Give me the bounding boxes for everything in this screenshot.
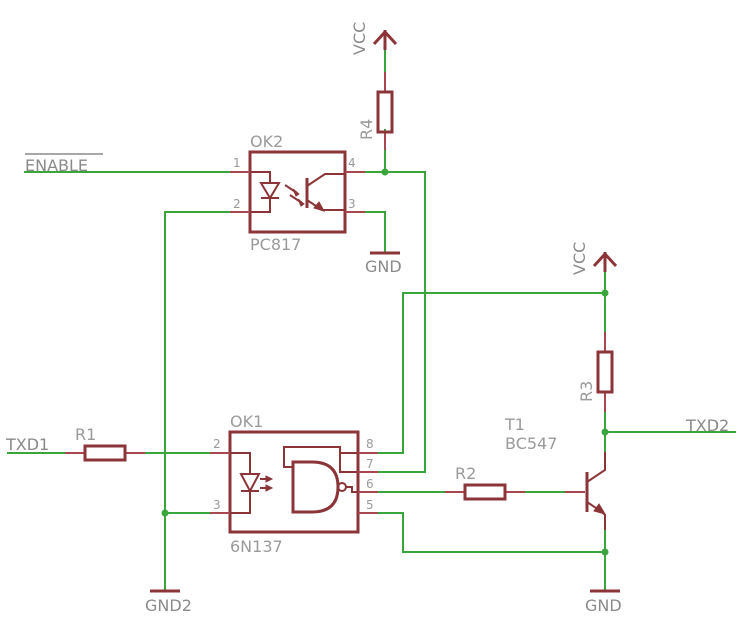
ok2-led-leads — [250, 171, 271, 213]
ok1-pin-5: 5 — [366, 498, 374, 512]
enable-net: ENABLE — [25, 153, 103, 175]
gnd2-label: GND2 — [145, 596, 192, 615]
junction-txd2 — [601, 428, 609, 436]
t1-name: T1 — [504, 415, 525, 434]
wire-ok1-5-gnd — [377, 512, 606, 553]
ok2-pin-1: 1 — [233, 156, 241, 170]
t1-value: BC547 — [505, 434, 557, 453]
gnd-top-label: GND — [365, 257, 402, 276]
ok2-pins — [230, 171, 365, 213]
gnd-bottom-symbol: GND — [585, 589, 622, 615]
gnd-bottom-label: GND — [585, 596, 622, 615]
txd1-label: TXD1 — [5, 435, 49, 454]
ok1-led-leads — [230, 452, 251, 514]
arrow-head-icon — [292, 188, 305, 207]
nand-gate-icon — [291, 460, 340, 514]
resistor-icon — [596, 350, 614, 394]
junction-r4 — [381, 168, 389, 176]
resistor-r1: R1 — [65, 425, 145, 462]
ok2-name: OK2 — [250, 132, 283, 151]
ok1-name: OK1 — [230, 412, 263, 431]
r1-name: R1 — [75, 425, 96, 444]
transistor-leads — [586, 452, 606, 530]
junctions — [161, 168, 609, 556]
ok2-body — [248, 150, 347, 234]
ok2-pin-2: 2 — [233, 197, 241, 211]
vcc-top-symbol: VCC — [350, 22, 398, 55]
ok2-value: PC817 — [250, 235, 301, 254]
vcc-right-label: VCC — [570, 242, 589, 275]
vcc-right-symbol: VCC — [570, 242, 618, 275]
enable-label: ENABLE — [25, 156, 88, 175]
wire-ok2-4-ok1-7 — [364, 171, 426, 473]
resistor-icon — [463, 483, 507, 501]
vcc-top-label: VCC — [350, 22, 369, 55]
ok1-value: 6N137 — [230, 537, 283, 556]
gnd2-symbol: GND2 — [145, 589, 192, 615]
arrow-head-icon — [265, 475, 274, 492]
junction-gnd-bottom — [601, 548, 609, 556]
ok1-pin-2: 2 — [213, 437, 221, 451]
ok1-pin-8: 8 — [366, 437, 374, 451]
vcc-arrow-icon — [372, 29, 398, 50]
txd2-label: TXD2 — [685, 416, 729, 435]
phototransistor-leads — [306, 173, 345, 211]
r2-name: R2 — [455, 464, 476, 483]
emitter-arrow-icon — [313, 201, 326, 212]
ok1-pin-6: 6 — [366, 477, 374, 491]
gnd-top-symbol: GND — [365, 251, 402, 276]
ok1-pin-3: 3 — [213, 498, 221, 512]
wire-ok2-gnd — [364, 211, 386, 253]
ok2-pin-3: 3 — [348, 197, 356, 211]
transistor-t1: T1 BC547 — [504, 415, 607, 530]
resistor-r4: R4 — [357, 72, 394, 150]
nand-output-lead — [346, 486, 358, 493]
diode-icon — [239, 473, 261, 494]
r4-name: R4 — [357, 119, 376, 140]
ok1-body — [228, 430, 360, 534]
transistor-emitter-arrow-icon — [593, 503, 607, 515]
optocoupler-ok2: 1 2 4 3 OK2 PC817 — [230, 132, 365, 254]
junction-gnd2 — [161, 509, 169, 517]
r3-name: R3 — [577, 381, 596, 402]
vcc-arrow-icon — [592, 251, 618, 272]
wire-ok1-8-vcc — [377, 292, 606, 454]
wire-gnd2 — [164, 211, 231, 591]
resistor-r2: R2 — [445, 464, 525, 501]
ok2-pin-4: 4 — [348, 156, 356, 170]
resistor-icon — [376, 90, 394, 134]
optocoupler-ok1: 2 3 8 7 6 5 OK1 6N137 — [210, 412, 378, 556]
junction-vcc-right — [601, 289, 609, 297]
diode-icon — [259, 182, 281, 200]
ok1-pins — [210, 452, 378, 514]
nand-enable-lead — [283, 446, 358, 473]
resistor-icon — [83, 444, 127, 462]
ok1-pin-7: 7 — [366, 457, 374, 471]
resistor-r3: R3 — [577, 332, 614, 412]
